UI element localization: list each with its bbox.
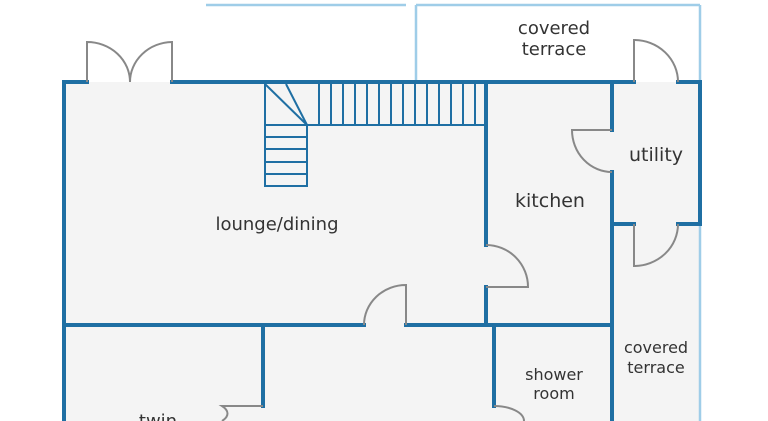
twin-label: twin xyxy=(139,411,177,421)
covered-terrace-right-label: covered xyxy=(624,338,688,357)
kitchen-label: kitchen xyxy=(515,190,585,212)
french-door-left xyxy=(86,40,131,83)
covered-terrace-top-label: covered xyxy=(518,18,590,39)
utility-inner-door xyxy=(570,129,613,173)
lounge-door xyxy=(363,283,407,326)
shower-room-label: shower xyxy=(525,365,583,384)
kitchen-door xyxy=(485,244,530,288)
floor-area xyxy=(64,82,701,421)
staircase xyxy=(264,82,484,187)
doors xyxy=(86,38,679,421)
shower-room-label-line2: room xyxy=(533,384,574,403)
covered-terrace-top-label-line2: terrace xyxy=(522,39,587,60)
utility-label: utility xyxy=(629,144,683,166)
walls xyxy=(62,80,702,421)
utility-door-top xyxy=(633,38,679,83)
twin-door xyxy=(218,405,263,421)
french-door-right xyxy=(129,40,173,83)
terrace-outlines xyxy=(206,3,702,421)
shower-door xyxy=(493,405,525,421)
utility-door-bottom xyxy=(633,223,679,268)
lounge-dining-label: lounge/dining xyxy=(215,214,338,235)
utility-floor xyxy=(612,82,698,224)
covered-terrace-right-label-line2: terrace xyxy=(627,358,684,377)
